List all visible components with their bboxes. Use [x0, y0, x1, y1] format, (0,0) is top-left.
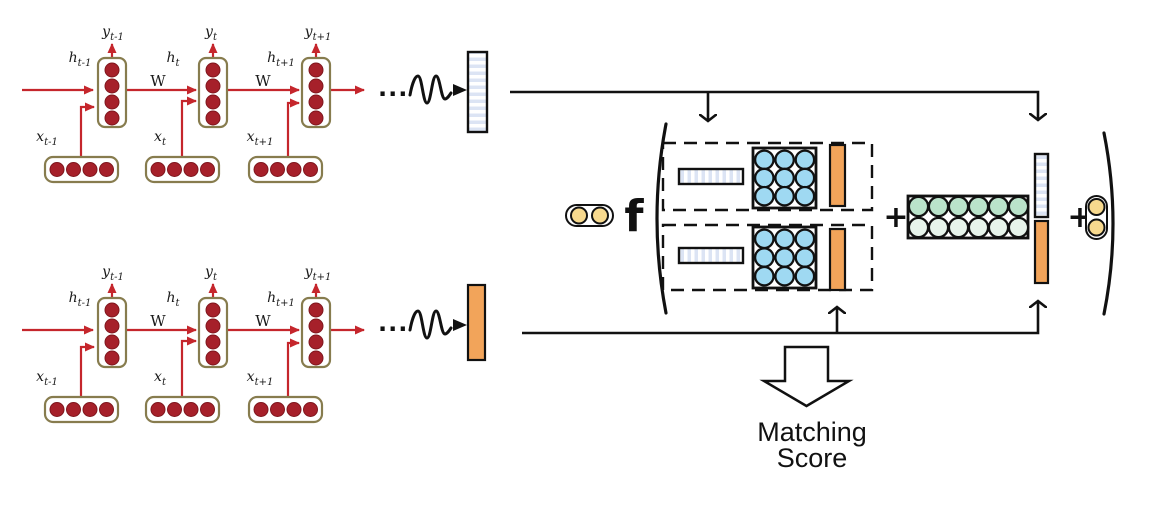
query-line [510, 90, 1038, 120]
label-h-t+1: ht+1 [267, 50, 295, 69]
doc-bar-top [828, 143, 847, 208]
label-h-t-1: ht-1 [69, 50, 92, 69]
matching-score-label-line2: Score [777, 443, 848, 473]
function-f-label: f [624, 191, 644, 242]
close-paren [1102, 131, 1115, 316]
document-rnn [22, 264, 364, 422]
interaction-block-top [661, 141, 874, 212]
input-vector-t+1 [247, 155, 324, 184]
hidden-state-t-1 [96, 56, 128, 129]
rnn-arrows [22, 43, 365, 157]
score-capsule-left [565, 204, 614, 227]
interaction-block-bottom [661, 223, 874, 292]
label-h-t: ht [166, 50, 180, 69]
query-strip-bottom [677, 246, 745, 265]
input-vector-t-1 [43, 155, 120, 184]
interaction-matrix-bottom [751, 225, 818, 290]
dashed-box-bottom [661, 223, 874, 292]
hidden-state-t+1 [300, 56, 332, 129]
input-vector-t [144, 155, 221, 184]
interaction-matrix-top [751, 146, 818, 210]
label-x-t-1: xt-1 [36, 129, 58, 148]
doc-line [522, 301, 1038, 335]
routing-lines [510, 90, 1038, 335]
aggregation-matrix [906, 194, 1030, 240]
squiggle-icon [408, 74, 453, 105]
label-y-t: yt [204, 24, 218, 43]
ellipsis-label: ... [378, 74, 408, 102]
open-paren [655, 122, 668, 315]
query-strip-top [677, 167, 745, 186]
label-y-t+1: yt+1 [304, 24, 332, 43]
doc-sequence-tail [376, 307, 469, 340]
big-down-arrow-icon [759, 345, 854, 408]
query-rnn: yt-1 yt yt+1 ht-1 ht ht+1 W W xt-1 xt xt… [22, 24, 365, 184]
matching-score-label-line1: Matching [757, 417, 867, 447]
query-vector-bar-right [1033, 152, 1050, 219]
matching-function: f + [565, 122, 1115, 316]
squiggle-arrowhead-icon [453, 84, 467, 96]
label-weight-w-2: W [255, 72, 271, 90]
score-capsule-right [1085, 195, 1108, 240]
query-sequence-tail: ... [378, 74, 467, 105]
hidden-state-t [197, 56, 229, 129]
doc-vector-bar-right [1033, 219, 1050, 285]
label-y-t-1: yt-1 [101, 24, 124, 43]
doc-bar-bottom [828, 227, 847, 292]
label-weight-w-1: W [150, 72, 166, 90]
query-vector-bar [466, 50, 489, 134]
dashed-box-top [661, 141, 874, 212]
plus-left-label: + [883, 200, 908, 235]
doc-vector-bar [466, 283, 487, 362]
label-x-t+1: xt+1 [247, 129, 274, 148]
label-x-t: xt [154, 129, 167, 148]
